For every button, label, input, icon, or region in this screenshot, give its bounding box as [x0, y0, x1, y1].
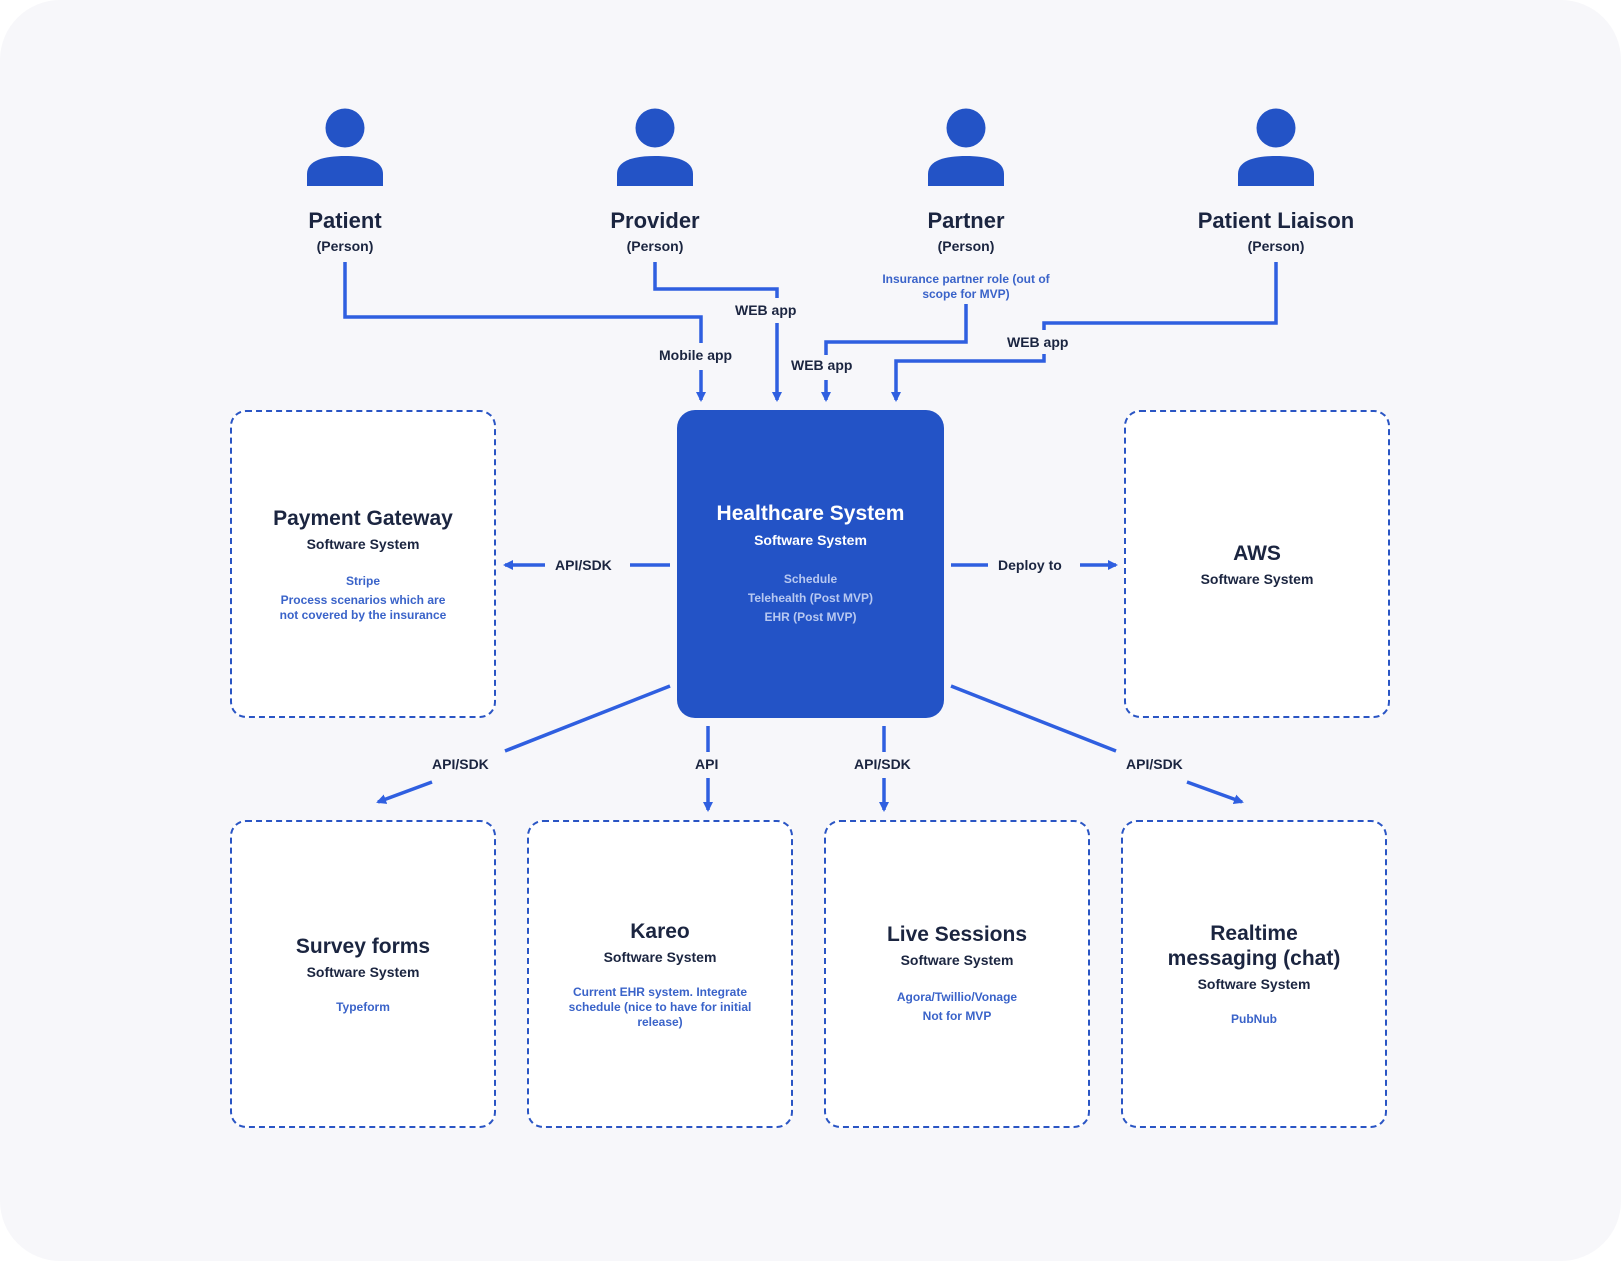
edge-label-live: API/SDK	[854, 756, 911, 772]
edge-label-aws: Deploy to	[998, 557, 1062, 573]
node-description: Agora/Twillio/Vonage Not for MVP	[897, 988, 1017, 1026]
person-icon	[1238, 108, 1314, 186]
node-desc-line: Process scenarios which are not covered …	[279, 592, 447, 622]
node-desc-line: Stripe	[345, 573, 380, 588]
node-desc-line: Typeform	[336, 999, 390, 1014]
node-desc-line: Telehealth (Post MVP)	[747, 590, 874, 605]
node-description: Stripe Process scenarios which are not c…	[254, 574, 472, 623]
edge-label-web-app-liaison: WEB app	[1007, 334, 1069, 350]
edge-chat-bottom	[1186, 780, 1244, 804]
edge-label-survey: API/SDK	[432, 756, 489, 772]
node-desc-line: Agora/Twillio/Vonage	[896, 990, 1018, 1004]
node-desc-line: Schedule	[783, 571, 838, 586]
node-title: Realtime messaging (chat)	[1167, 922, 1341, 970]
edge-label-web-app-provider: WEB app	[735, 302, 797, 318]
person-icon	[307, 108, 383, 186]
node-description: Current EHR system. Integrate schedule (…	[551, 985, 769, 1030]
node-type: Software System	[1200, 571, 1314, 587]
edge-liaison-web-app	[1042, 262, 1278, 330]
node-desc-line: Current EHR system. Integrate schedule (…	[568, 984, 752, 1029]
payment-gateway-node[interactable]: Payment Gateway Software System Stripe P…	[230, 410, 496, 718]
person-name: Partner	[927, 208, 1005, 233]
person-type: (Person)	[937, 238, 995, 254]
node-description: Typeform	[336, 1000, 390, 1015]
node-type: Software System	[306, 535, 420, 552]
edge-survey-bottom	[376, 780, 433, 804]
person-name: Patient	[308, 208, 382, 233]
node-desc-line: Not for MVP	[922, 1009, 992, 1023]
node-desc-line: EHR (Post MVP)	[764, 609, 857, 624]
edge-provider-web-app	[653, 262, 779, 298]
node-desc-line: PubNub	[1231, 1012, 1277, 1026]
edge-liaison-web-app-tail	[891, 354, 1046, 402]
person-partner[interactable]: Partner (Person) Insurance partner role …	[866, 108, 1066, 302]
realtime-messaging-node[interactable]: Realtime messaging (chat) Software Syste…	[1121, 820, 1387, 1128]
person-icon	[617, 108, 693, 186]
node-type: Software System	[306, 963, 420, 980]
person-provider[interactable]: Provider (Person)	[555, 108, 755, 254]
edge-label-payment: API/SDK	[555, 557, 612, 573]
node-title: Live Sessions	[886, 923, 1028, 946]
person-note: Insurance partner role (out of scope for…	[882, 272, 1050, 301]
survey-forms-node[interactable]: Survey forms Software System Typeform	[230, 820, 496, 1128]
person-name: Patient Liaison	[1197, 208, 1355, 233]
edge-label-mobile-app: Mobile app	[659, 347, 733, 363]
node-type: Software System	[603, 948, 717, 965]
node-title: AWS	[1233, 542, 1281, 565]
node-description: PubNub	[1231, 1012, 1277, 1027]
person-patient[interactable]: Patient (Person)	[245, 108, 445, 254]
edge-survey-top	[504, 684, 671, 753]
node-title: Payment Gateway	[273, 506, 453, 530]
node-type: Software System	[900, 952, 1014, 968]
edge-partner-web-app	[824, 304, 968, 355]
person-type: (Person)	[626, 238, 684, 254]
edge-label-kareo: API	[695, 756, 719, 772]
node-description: Schedule Telehealth (Post MVP) EHR (Post…	[748, 570, 873, 627]
node-title: Survey forms	[295, 934, 431, 958]
person-name: Provider	[610, 208, 700, 233]
node-type: Software System	[1197, 976, 1311, 992]
edge-patient-mobile-app	[343, 262, 703, 343]
person-patient-liaison[interactable]: Patient Liaison (Person)	[1176, 108, 1376, 254]
kareo-node[interactable]: Kareo Software System Current EHR system…	[527, 820, 793, 1128]
live-sessions-node[interactable]: Live Sessions Software System Agora/Twil…	[824, 820, 1090, 1128]
edge-label-web-app-partner: WEB app	[791, 357, 853, 373]
person-type: (Person)	[1247, 238, 1305, 254]
edge-chat-top	[950, 684, 1117, 753]
node-type: Software System	[754, 531, 867, 548]
healthcare-system-node[interactable]: Healthcare System Software System Schedu…	[677, 410, 944, 718]
node-title: Kareo	[630, 919, 690, 943]
person-icon	[928, 108, 1004, 186]
node-title: Healthcare System	[716, 501, 905, 525]
edge-label-chat: API/SDK	[1126, 756, 1183, 772]
person-type: (Person)	[316, 238, 374, 254]
aws-node[interactable]: AWS Software System	[1124, 410, 1390, 718]
